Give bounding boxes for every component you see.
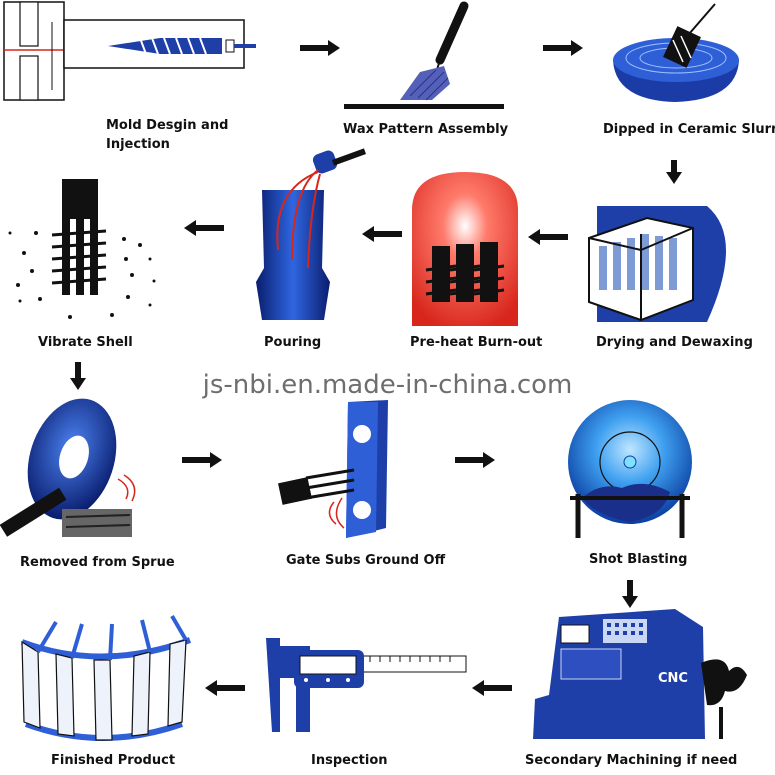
arrow-left-icon <box>184 220 224 236</box>
step-label-mold-design: Mold Desgin and Injection <box>106 118 229 152</box>
arrow-left-icon <box>362 226 402 242</box>
step-label-ceramic-slurry: Dipped in Ceramic Slurry <box>603 122 775 137</box>
step-label-inspection: Inspection <box>311 753 388 768</box>
step-label-vibrate-shell: Vibrate Shell <box>38 335 133 350</box>
drying-chamber-illustration <box>588 206 726 322</box>
step-label-burn-out: Pre-heat Burn-out <box>410 335 543 350</box>
watermark-text: js-nbi.en.made-in-china.com <box>202 370 573 400</box>
mold-injection-illustration <box>3 1 256 101</box>
arrow-down-icon <box>622 580 638 608</box>
cnc-machine-illustration <box>533 609 747 739</box>
arrow-down-icon <box>70 362 86 390</box>
arrow-right-icon <box>300 40 340 56</box>
arrow-left-icon <box>205 680 245 696</box>
arrow-right-icon <box>455 452 495 468</box>
arrow-right-icon <box>543 40 583 56</box>
step-label-gate-ground-off: Gate Subs Ground Off <box>286 553 446 568</box>
caliper-illustration <box>266 638 467 732</box>
vibrate-shell-illustration <box>8 179 156 319</box>
arrow-left-icon <box>528 229 568 245</box>
step-label-secondary-machining: Secondary Machining if need <box>525 753 738 768</box>
step-label-drying: Drying and Dewaxing <box>596 335 753 350</box>
step-label-wax-pattern: Wax Pattern Assembly <box>343 122 509 137</box>
step-label-removed-from-sprue: Removed from Sprue <box>20 555 175 570</box>
wax-pattern-illustration <box>344 1 504 109</box>
cnc-text: CNC <box>658 671 688 686</box>
arrow-right-icon <box>182 452 222 468</box>
pouring-illustration <box>256 148 367 320</box>
step-label-shot-blasting: Shot Blasting <box>589 552 688 567</box>
step-label-finished-product: Finished Product <box>51 753 176 768</box>
step-label-pouring: Pouring <box>264 335 322 350</box>
arrow-left-icon <box>472 680 512 696</box>
arrow-down-icon <box>666 160 682 184</box>
furnace-illustration <box>412 172 518 326</box>
grinding-illustration <box>278 400 388 538</box>
slurry-bowl-illustration <box>613 3 739 102</box>
impeller-illustration <box>20 614 192 741</box>
cutoff-wheel-illustration <box>0 398 136 537</box>
shot-blasting-illustration <box>568 400 692 538</box>
